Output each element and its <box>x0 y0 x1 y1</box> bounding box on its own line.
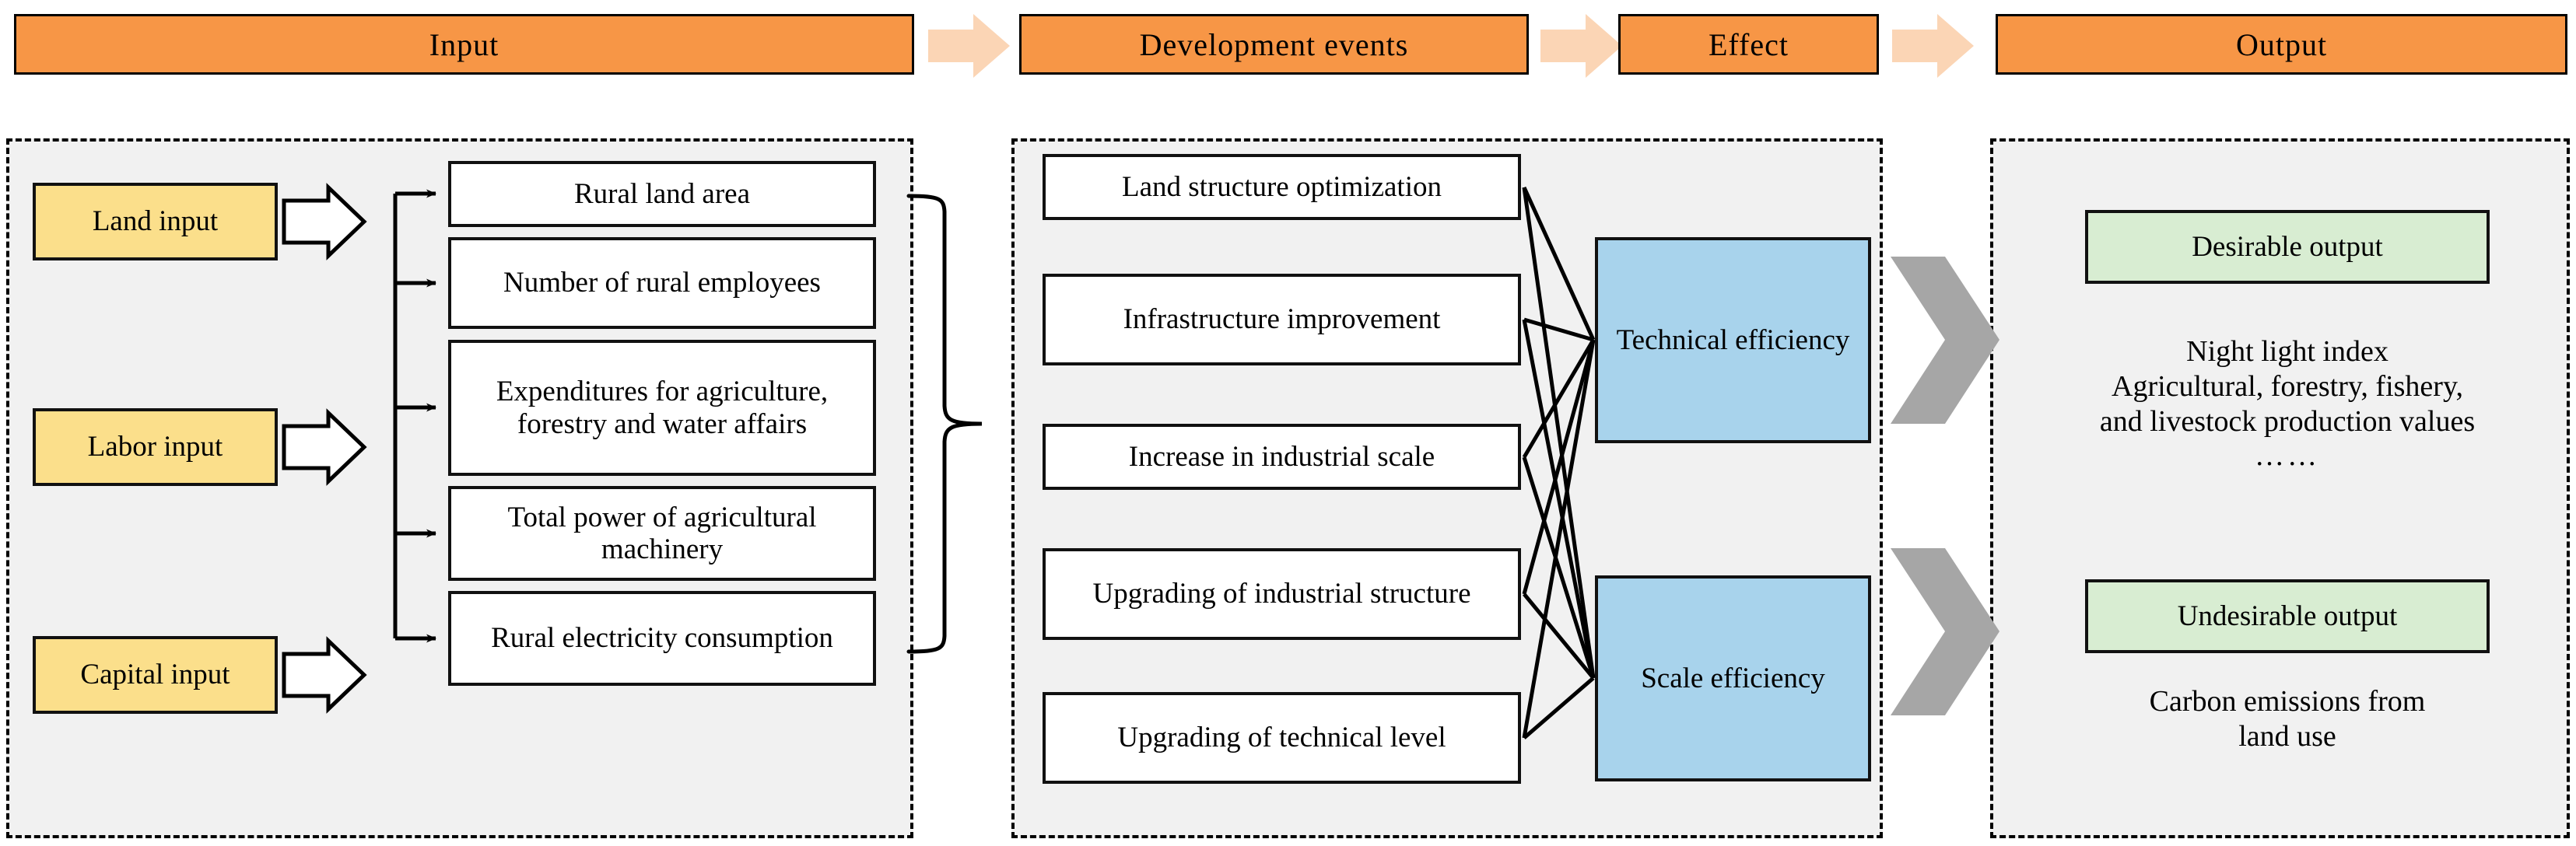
stage-header-input[interactable]: Input <box>14 14 914 75</box>
output-undesirable-description: Carbon emissions from land use <box>2015 684 2560 754</box>
chevron-right-icon-desirable <box>1891 257 1999 424</box>
output-undesirable-line-1: Carbon emissions from <box>2149 685 2426 718</box>
development-event-land-structure[interactable]: Land structure optimization <box>1043 154 1521 220</box>
input-indicator-expenditures[interactable]: Expenditures for agriculture, forestry a… <box>448 340 876 476</box>
development-event-industrial-structure[interactable]: Upgrading of industrial structure <box>1043 548 1521 640</box>
stage-header-band: Input Development events Effect Output <box>0 0 2576 109</box>
effect-scale-efficiency[interactable]: Scale efficiency <box>1595 575 1871 781</box>
right-arrow-icon <box>928 14 1010 78</box>
output-undesirable-box[interactable]: Undesirable output <box>2085 579 2490 653</box>
stage-header-input-label: Input <box>429 26 499 62</box>
chevron-right-icon-undesirable <box>1891 548 1999 715</box>
input-indicator-label: Rural land area <box>574 177 750 210</box>
input-category-land[interactable]: Land input <box>33 183 278 260</box>
stage-header-development-label: Development events <box>1139 26 1409 62</box>
development-event-technical-level[interactable]: Upgrading of technical level <box>1043 692 1521 784</box>
stage-header-output[interactable]: Output <box>1996 14 2567 75</box>
right-arrow-icon <box>1892 14 1974 78</box>
band-arrow-development-to-effect <box>1540 14 1622 78</box>
input-indicator-machinery-power[interactable]: Total power of agricultural machinery <box>448 486 876 581</box>
development-event-industrial-scale[interactable]: Increase in industrial scale <box>1043 424 1521 490</box>
development-event-label: Land structure optimization <box>1122 170 1442 203</box>
stage-header-effect-label: Effect <box>1709 26 1789 62</box>
stage-header-development[interactable]: Development events <box>1019 14 1529 75</box>
development-event-infrastructure[interactable]: Infrastructure improvement <box>1043 274 1521 365</box>
output-desirable-line-1: Night light index <box>2186 335 2388 368</box>
development-event-label: Upgrading of industrial structure <box>1092 578 1471 610</box>
input-indicator-electricity-consumption[interactable]: Rural electricity consumption <box>448 591 876 686</box>
stage-header-output-label: Output <box>2235 26 2328 62</box>
input-indicator-label: Total power of agricultural machinery <box>507 501 817 565</box>
input-indicator-label: Expenditures for agriculture, forestry a… <box>496 376 829 440</box>
input-category-labor-label: Labor input <box>87 431 223 463</box>
output-desirable-box[interactable]: Desirable output <box>2085 210 2490 284</box>
stage-header-effect[interactable]: Effect <box>1618 14 1879 75</box>
output-desirable-line-2: Agricultural, forestry, fishery, <box>2112 369 2463 403</box>
input-indicator-label: Number of rural employees <box>503 267 821 299</box>
development-event-label: Increase in industrial scale <box>1128 440 1435 473</box>
output-desirable-line-3: and livestock production values <box>2099 404 2476 438</box>
output-desirable-ellipsis: …… <box>2255 439 2320 473</box>
output-undesirable-label: Undesirable output <box>2177 600 2398 632</box>
band-arrow-effect-to-output <box>1892 14 1974 78</box>
input-indicator-rural-employees[interactable]: Number of rural employees <box>448 237 876 329</box>
output-undesirable-line-2: land use <box>2238 719 2336 753</box>
effect-scale-efficiency-label: Scale efficiency <box>1641 662 1825 694</box>
development-event-label: Infrastructure improvement <box>1123 303 1441 336</box>
effect-technical-efficiency-label: Technical efficiency <box>1616 323 1850 356</box>
output-desirable-description: Night light index Agricultural, forestry… <box>2015 334 2560 474</box>
input-indicator-label: Rural electricity consumption <box>491 622 833 655</box>
output-desirable-label: Desirable output <box>2192 230 2383 263</box>
input-indicator-rural-land-area[interactable]: Rural land area <box>448 161 876 227</box>
input-category-labor[interactable]: Labor input <box>33 408 278 486</box>
development-event-label: Upgrading of technical level <box>1117 722 1446 754</box>
input-category-capital[interactable]: Capital input <box>33 636 278 714</box>
right-arrow-icon <box>1540 14 1622 78</box>
input-category-capital-label: Capital input <box>80 659 230 691</box>
input-category-land-label: Land input <box>92 205 219 238</box>
band-arrow-input-to-development <box>928 14 1010 78</box>
effect-technical-efficiency[interactable]: Technical efficiency <box>1595 237 1871 443</box>
right-brace-icon <box>906 194 983 654</box>
